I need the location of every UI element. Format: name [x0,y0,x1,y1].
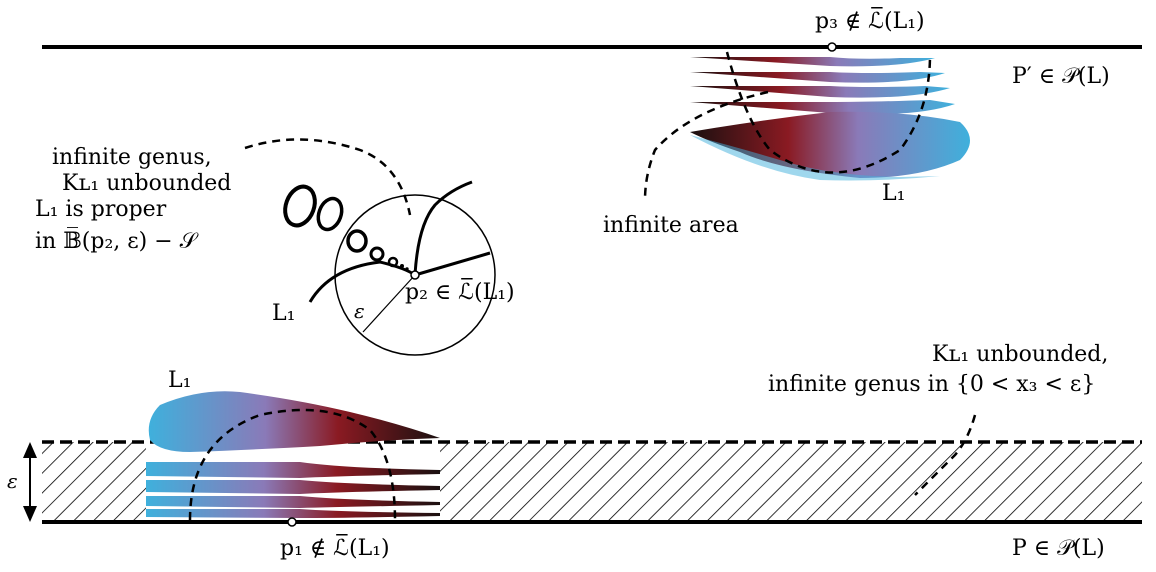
epsilon-height-arrow [23,442,37,522]
l1-curve-right [414,251,491,277]
p-bottom-label: P ∈ 𝒫(L) [1012,536,1105,561]
genus-pointer [244,138,412,216]
p1-point [287,517,297,527]
genus-line-3: L₁ is proper [35,197,167,222]
l1-top-label: L₁ [882,181,905,206]
bottom-dashed-arc [188,408,397,521]
top-surface [690,57,970,181]
infinite-area-pointer [643,90,769,201]
epsilon-radius [362,274,416,333]
genus-line-4: in 𝔹̅(p₂, ε) − 𝒮 [35,227,199,254]
p-prime-label: P′ ∈ 𝒫(L) [1012,64,1110,89]
l1-bottom-label: L₁ [168,368,191,393]
genus-handles [283,184,409,271]
k-line-1: Kʟ₁ unbounded, [932,342,1108,367]
hatched-slab-left [42,442,146,520]
hatched-slab-right [440,442,1142,520]
k-line-2: infinite genus in {0 < x₃ < ε} [768,372,1095,397]
infinite-area-label: infinite area [603,213,739,238]
l1-curve-left [308,260,416,303]
p3-label: p₃ ∉ ℒ̅(L₁) [815,7,925,34]
epsilon-circle-label: ε [354,299,365,323]
p3-point [827,42,837,52]
genus-line-2: Kʟ₁ unbounded [62,171,231,196]
p2-point [410,270,420,280]
l1-mid-label: L₁ [272,301,295,326]
top-dashed-arc [725,51,932,174]
genus-line-1: infinite genus, [52,145,212,170]
epsilon-slab-label: ε [7,469,18,493]
p1-label: p₁ ∉ ℒ̅(L₁) [280,534,390,561]
p2-label: p₂ ∈ ℒ̅(L₁) [405,278,515,305]
l1-curve-upper [413,180,473,276]
k-unbounded-pointer [914,414,977,496]
